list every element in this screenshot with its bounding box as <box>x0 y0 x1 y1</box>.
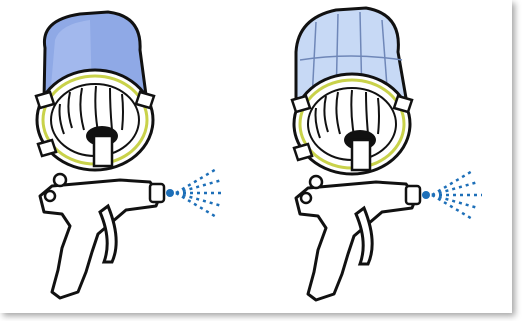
figure-frame <box>0 0 512 313</box>
spray-pattern <box>176 168 224 218</box>
gun-body <box>40 180 160 298</box>
gun-body <box>296 182 416 300</box>
spray-gun-solid-cup <box>0 0 256 313</box>
spray-gun-solid-cup-drawing <box>0 0 256 313</box>
spray-pattern <box>432 170 482 220</box>
spray-gun-transparent-cup <box>256 0 512 313</box>
spray-gun-transparent-cup-drawing <box>256 0 512 313</box>
